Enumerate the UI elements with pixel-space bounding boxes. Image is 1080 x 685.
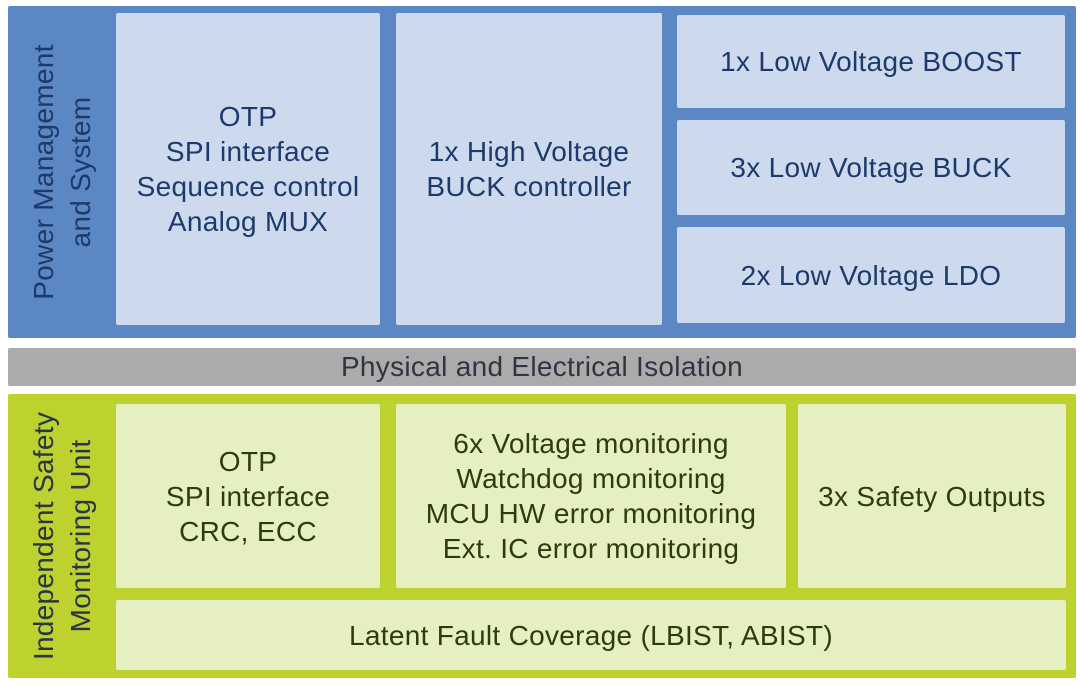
- block-line: 1x High Voltage: [428, 136, 630, 167]
- block-line: Latent Fault Coverage (LBIST, ABIST): [349, 619, 833, 651]
- block-line: 6x Voltage monitoring: [453, 428, 729, 459]
- block-line: OTP: [218, 445, 278, 477]
- block-line: MCU HW error monitoring: [425, 498, 757, 529]
- latent-fault-block: Latent Fault Coverage (LBIST, ABIST): [116, 600, 1066, 670]
- block-line: Analog MUX: [167, 206, 329, 237]
- safety-outputs-block: 3x Safety Outputs: [798, 404, 1066, 588]
- block-line: 3x Safety Outputs: [818, 480, 1046, 512]
- hv-buck-controller-block: 1x High Voltage BUCK controller: [396, 13, 662, 325]
- block-line: OTP: [218, 101, 278, 132]
- block-line: Sequence control: [136, 171, 360, 202]
- block-line: BUCK controller: [426, 171, 632, 202]
- block-line: 1x Low Voltage BOOST: [720, 46, 1022, 77]
- isolation-bar-label: Physical and Electrical Isolation: [340, 351, 744, 382]
- otp-spi-crc-block: OTP SPI interface CRC, ECC: [116, 404, 380, 588]
- monitoring-block: 6x Voltage monitoring Watchdog monitorin…: [396, 404, 786, 588]
- lv-buck-block: 3x Low Voltage BUCK: [677, 120, 1065, 215]
- block-line: 3x Low Voltage BUCK: [730, 152, 1012, 183]
- block-line: Watchdog monitoring: [456, 463, 726, 494]
- block-line: Ext. IC error monitoring: [442, 533, 740, 564]
- otp-spi-sequence-block: OTP SPI interface Sequence control Analo…: [116, 13, 380, 325]
- block-line: 2x Low Voltage LDO: [740, 259, 1002, 291]
- block-line: SPI interface: [165, 136, 331, 167]
- lv-ldo-block: 2x Low Voltage LDO: [677, 227, 1065, 323]
- lv-boost-block: 1x Low Voltage BOOST: [677, 15, 1065, 108]
- block-line: SPI interface: [165, 480, 331, 512]
- isolation-bar: Physical and Electrical Isolation: [8, 348, 1076, 386]
- block-line: CRC, ECC: [179, 515, 317, 547]
